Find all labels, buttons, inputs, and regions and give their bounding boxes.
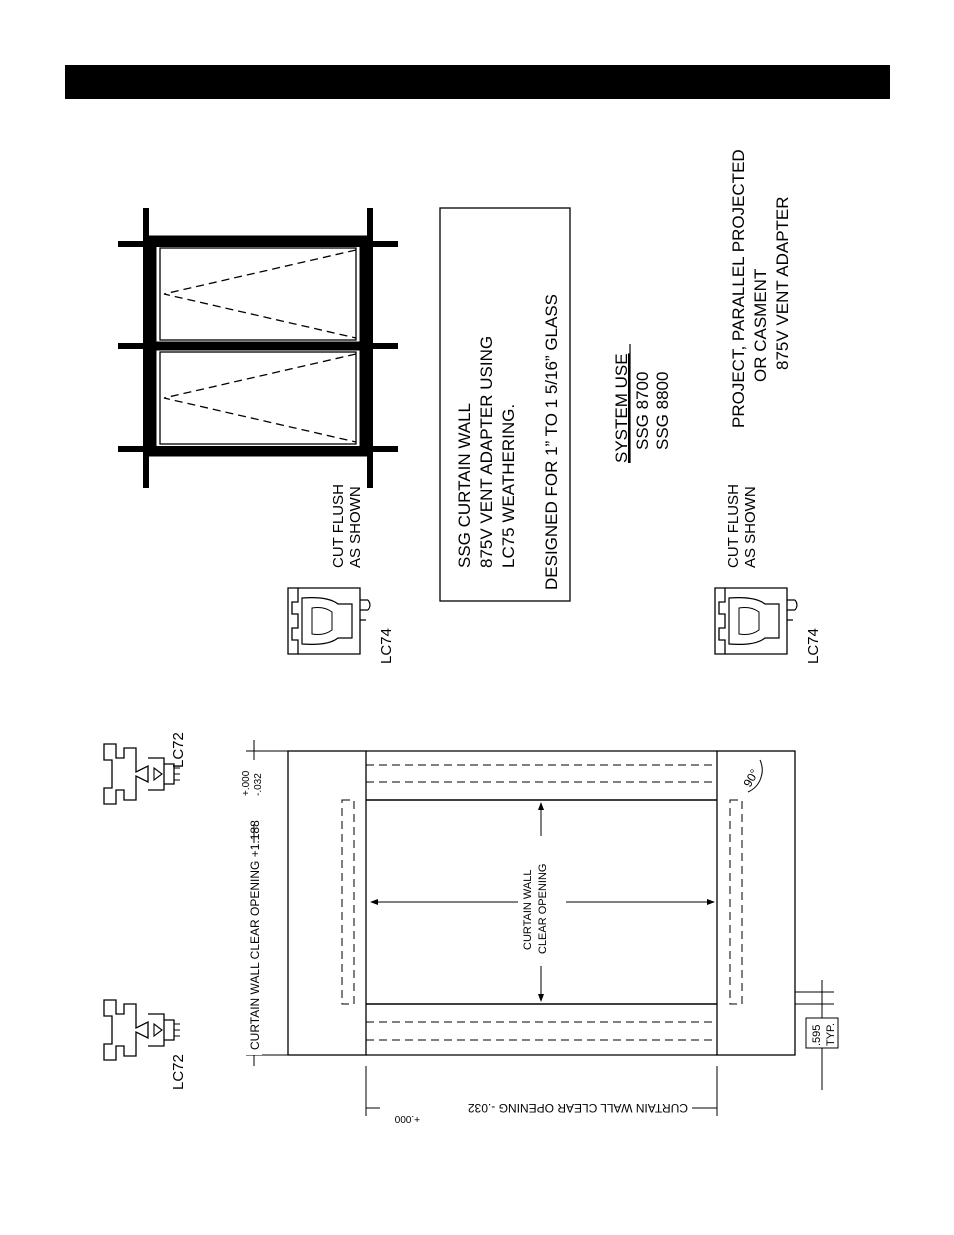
lc74-profile-lower xyxy=(714,587,798,655)
lc72-label-top: LC72 xyxy=(170,732,187,768)
system-use-item1: SSG 8700 xyxy=(633,372,652,450)
center-dim-line1: CURTAIN WALL xyxy=(522,870,534,950)
system-use-item2: SSG 8800 xyxy=(653,372,672,450)
lc74-label-lower: LC74 xyxy=(805,628,822,664)
cut-flush-lower-line1: CUT FLUSH xyxy=(725,484,742,568)
center-dim-line2: CLEAR OPENING xyxy=(537,864,549,954)
lc72-profile-top xyxy=(103,743,181,805)
vertical-dimension xyxy=(232,740,288,1066)
vertical-dim-label: CURTAIN WALL CLEAR OPENING +1.188 xyxy=(248,820,262,1050)
notes-line3: LC75 WEATHERING. xyxy=(499,404,518,568)
cut-flush-lower-line2: AS SHOWN xyxy=(742,486,759,568)
system-use-heading: SYSTEM USE xyxy=(612,353,631,463)
horizontal-dim-tol: +.000 xyxy=(394,1113,420,1124)
typ-value: .595 xyxy=(811,1025,823,1046)
window-elevation xyxy=(118,208,398,488)
horizontal-dim-label: CURTAIN WALL CLEAR OPENING -.032 xyxy=(468,1101,688,1115)
typ-dimension xyxy=(795,980,839,1090)
vent-types-line1: PROJECT, PARALLEL PROJECTED xyxy=(729,149,748,428)
notes-box xyxy=(439,207,571,602)
vertical-dim-tol-plus: +.000 xyxy=(241,770,252,796)
vent-types-line3: 875V VENT ADAPTER xyxy=(773,196,792,370)
center-dimension-lines xyxy=(370,802,715,1002)
lc74-label-upper: LC74 xyxy=(378,628,395,664)
cut-flush-upper-line1: CUT FLUSH xyxy=(330,484,347,568)
typ-label: TYP. xyxy=(825,1023,837,1046)
lc74-profile-upper xyxy=(287,587,371,655)
cut-flush-upper-line2: AS SHOWN xyxy=(347,486,364,568)
angle-label: 90° xyxy=(740,767,761,790)
vertical-dim-tol-minus: -.032 xyxy=(253,773,264,796)
notes-line4: DESIGNED FOR 1” TO 1 5/16” GLASS xyxy=(542,294,561,590)
horizontal-dimension xyxy=(365,1066,718,1118)
notes-line1: SSG CURTAIN WALL xyxy=(455,403,474,568)
vent-section-detail xyxy=(287,750,796,1056)
vent-types-line2: OR CASMENT xyxy=(751,269,770,382)
notes-line2: 875V VENT ADAPTER USING xyxy=(477,336,496,568)
title-bar xyxy=(65,65,890,99)
lc72-profile-bottom xyxy=(103,999,181,1061)
lc72-label-bottom: LC72 xyxy=(170,1054,187,1090)
